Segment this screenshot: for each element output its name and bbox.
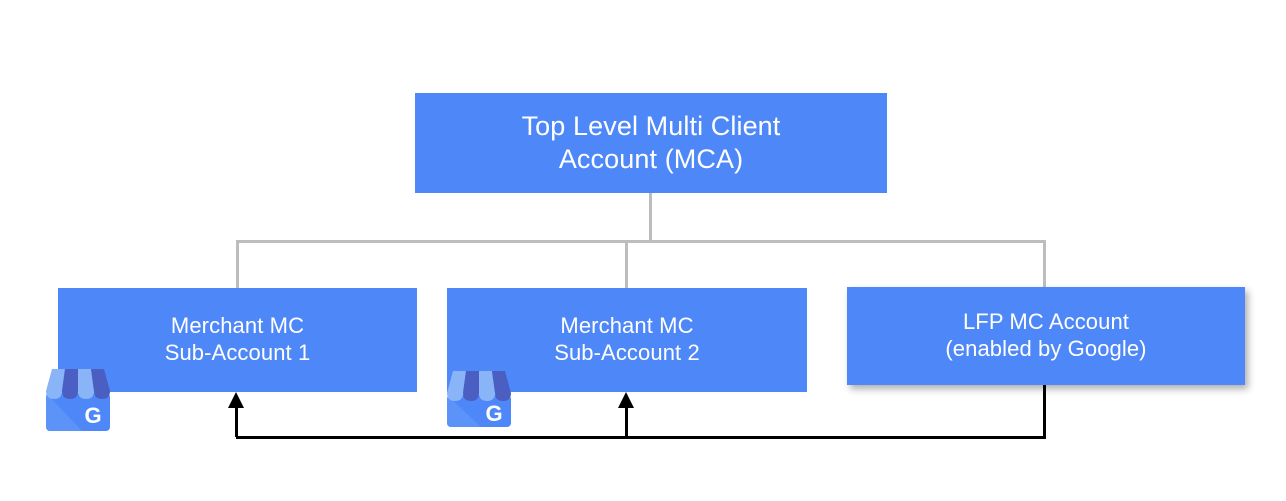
node-lfp-mc-account-line2: (enabled by Google) <box>945 336 1147 361</box>
feedback-arrowhead-sub1 <box>228 392 244 408</box>
connector-drop-lfp <box>1043 240 1046 290</box>
node-top-level-mca-line1: Top Level Multi Client <box>521 111 781 142</box>
feedback-riser-sub1 <box>235 402 238 437</box>
feedback-riser-sub2 <box>625 402 628 437</box>
google-business-profile-icon: G <box>447 371 511 427</box>
node-merchant-sub-account-1[interactable]: Merchant MC Sub-Account 1 <box>58 288 417 392</box>
google-business-profile-icon-glyph: G <box>84 403 101 428</box>
node-merchant-sub-account-1-line1: Merchant MC <box>170 313 305 339</box>
connector-drop-sub2 <box>625 240 628 290</box>
connector-top-stem <box>649 193 652 243</box>
feedback-arrowhead-sub2 <box>618 392 634 408</box>
node-lfp-mc-account[interactable]: LFP MC Account (enabled by Google) <box>847 287 1245 385</box>
connector-drop-sub1 <box>236 240 239 290</box>
node-merchant-sub-account-2-line1: Merchant MC <box>560 313 694 339</box>
node-merchant-sub-account-1-line2: Sub-Account 1 <box>164 340 311 365</box>
feedback-horizontal <box>236 436 1046 439</box>
feedback-riser-lfp <box>1043 385 1046 437</box>
node-merchant-sub-account-2[interactable]: Merchant MC Sub-Account 2 <box>447 288 807 392</box>
node-top-level-mca[interactable]: Top Level Multi Client Account (MCA) <box>415 93 887 193</box>
google-business-profile-icon-glyph: G <box>485 401 502 426</box>
node-lfp-mc-account-line1: LFP MC Account <box>962 309 1130 335</box>
node-top-level-mca-line2: Account (MCA) <box>558 144 744 174</box>
connector-horizontal-bar <box>236 240 1045 243</box>
node-merchant-sub-account-2-line2: Sub-Account 2 <box>554 340 700 365</box>
google-business-profile-icon: G <box>46 369 110 431</box>
